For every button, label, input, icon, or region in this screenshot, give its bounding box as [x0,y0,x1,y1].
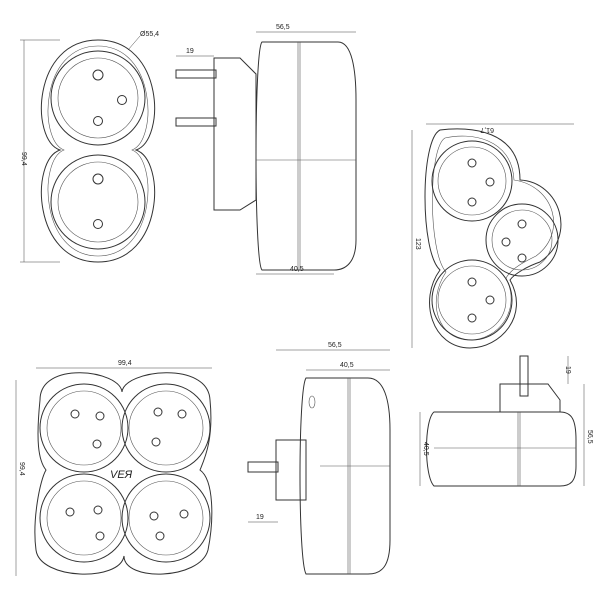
socket-hole-icon [155,531,165,541]
socket-hole-icon [467,197,477,207]
triple-side-pin-label: 19 [564,366,571,374]
earth-pin-icon [179,509,189,519]
earth-pin-icon [95,411,105,421]
socket-hole-icon [70,409,80,419]
socket-hole-icon [485,295,495,305]
quad-height-label: 99,4 [18,462,25,476]
double-side-width-label: 56,5 [276,24,290,31]
earth-pin-icon [93,505,103,515]
socket-hole-icon [92,439,102,449]
socket-hole-icon [501,237,511,247]
socket-hole-icon [153,407,163,417]
earth-pin-icon [467,158,477,168]
socket-hole-icon [151,437,161,447]
double-height-label: 99,4 [20,152,27,166]
quad-side-body-label: 40,5 [340,362,354,369]
socket-hole-icon [93,219,103,229]
double-side-body-label: 40,5 [290,266,304,273]
socket-hole-icon [65,507,75,517]
socket-hole-icon [117,95,127,105]
double-socket-side-view: 56,5 19 40,5 [175,24,357,275]
quad-socket-side-view: 56,5 40,5 19 [247,342,391,575]
earth-pin-icon [517,219,527,229]
socket-hole-icon [149,511,159,521]
quad-side-width-label: 56,5 [328,342,342,349]
quad-width-label: 99,4 [118,360,132,367]
quad-socket-front-view: VEЯ 99,4 99,4 [15,360,213,576]
double-socket-front-view: 99,4 Ø55,4 [20,31,159,263]
triple-side-body-label: 40,5 [422,442,429,456]
triple-side-total-label: 56,5 [586,430,593,444]
double-side-pin-label: 19 [186,48,194,55]
triple-socket-side-view: 19 56,5 40,5 [419,355,593,487]
socket-hole-icon [93,116,103,126]
triple-socket-front-view: 61,7 123 [411,123,574,349]
earth-pin-icon [467,277,477,287]
socket-hole-icon [467,313,477,323]
earth-pin-icon [92,69,104,81]
earth-pin-icon [177,409,187,419]
double-diameter-label: Ø55,4 [140,31,159,38]
socket-hole-icon [485,177,495,187]
triple-height-label: 123 [414,238,421,250]
earth-pin-icon [92,173,104,185]
brand-logo: VEЯ [110,469,133,481]
quad-side-pin-label: 19 [256,514,264,521]
socket-hole-icon [517,253,527,263]
socket-hole-icon [95,531,105,541]
triple-width-label: 61,7 [480,126,494,133]
